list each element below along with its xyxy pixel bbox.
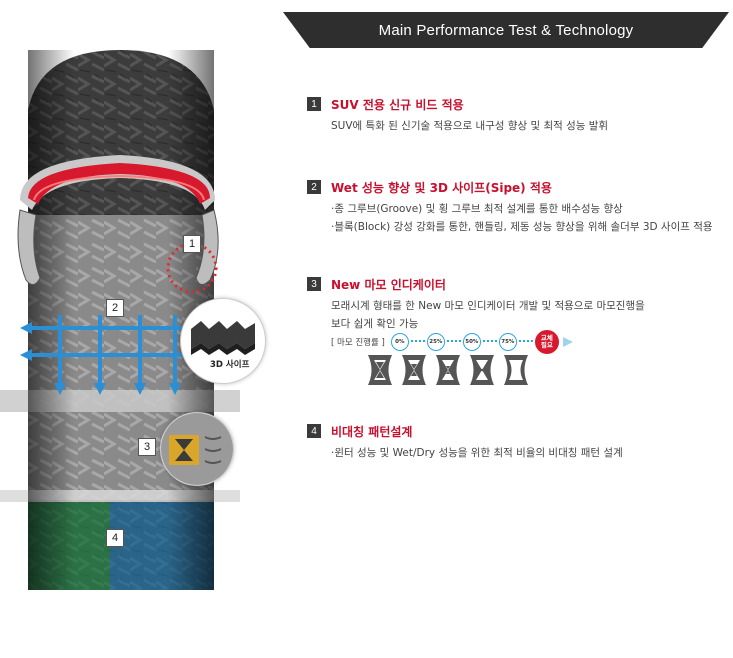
- wear-indicator-icons: [367, 355, 537, 385]
- indicator-25-icon: [402, 355, 426, 385]
- tire-label-4: 4: [106, 529, 124, 547]
- feature-number: 4: [307, 424, 321, 438]
- sipe-icon: [191, 321, 255, 355]
- wear-stage-50: 50%: [462, 333, 481, 351]
- indicator-50-icon: [436, 355, 460, 385]
- replace-label-1: 교체: [540, 334, 553, 342]
- feature-3: 3 New 마모 인디케이터 모래시계 형태를 한 New 마모 인디케이터 개…: [307, 276, 727, 333]
- feature-title: SUV 전용 신규 비드 적용: [331, 97, 464, 112]
- header-title: Main Performance Test & Technology: [378, 21, 634, 39]
- feature-title: 비대칭 패턴설계: [331, 424, 413, 439]
- feature-title: Wet 성능 향상 및 3D 사이프(Sipe) 적용: [331, 180, 552, 195]
- wear-indicator-zoom: [160, 412, 234, 486]
- replace-label-2: 필요: [540, 341, 553, 349]
- feature-desc: ·블록(Block) 강성 강화를 통한, 핸들링, 제동 성능 향상을 위해 …: [331, 221, 713, 233]
- wear-stage-0: 0%: [390, 333, 409, 351]
- header-banner: Main Performance Test & Technology: [283, 12, 729, 48]
- feature-number: 2: [307, 180, 321, 194]
- tire-label-3: 3: [138, 438, 156, 456]
- tire-label-1: 1: [183, 235, 201, 253]
- feature-number: 3: [307, 277, 321, 291]
- feature-desc: 보다 쉽게 확인 가능: [331, 318, 419, 330]
- tire-label-2: 2: [106, 299, 124, 317]
- wear-stage-25: 25%: [426, 333, 445, 351]
- wear-progress-label: [ 마모 진행률 ]: [331, 338, 385, 348]
- feature-number: 1: [307, 97, 321, 111]
- feature-1: 1 SUV 전용 신규 비드 적용 SUV에 특화 된 신기술 적용으로 내구성…: [307, 96, 727, 135]
- feature-desc: SUV에 특화 된 신기술 적용으로 내구성 향상 및 최적 성능 발휘: [331, 120, 609, 132]
- progress-arrow-icon: [562, 337, 573, 347]
- feature-desc: ·윈터 성능 및 Wet/Dry 성능을 위한 최적 비율의 비대칭 패턴 설계: [331, 447, 623, 459]
- indicator-75-icon: [470, 355, 494, 385]
- indicator-replace-icon: [504, 355, 528, 385]
- sipe-label: 3D 사이프: [210, 360, 250, 370]
- hourglass-icon: [161, 413, 233, 485]
- feature-title: New 마모 인디케이터: [331, 277, 446, 292]
- sipe-zoom: [180, 298, 266, 384]
- feature-desc: 모래시계 형태를 한 New 마모 인디케이터 개발 및 적용으로 마모진행을: [331, 300, 645, 312]
- feature-4: 4 비대칭 패턴설계 ·윈터 성능 및 Wet/Dry 성능을 위한 최적 비율…: [307, 423, 727, 462]
- feature-desc: ·종 그루브(Groove) 및 횡 그루브 최적 설계를 통한 배수성능 향상: [331, 203, 623, 215]
- feature-2: 2 Wet 성능 향상 및 3D 사이프(Sipe) 적용 ·종 그루브(Gro…: [307, 179, 727, 236]
- wear-stage-75: 75%: [498, 333, 517, 351]
- indicator-0-icon: [368, 355, 392, 385]
